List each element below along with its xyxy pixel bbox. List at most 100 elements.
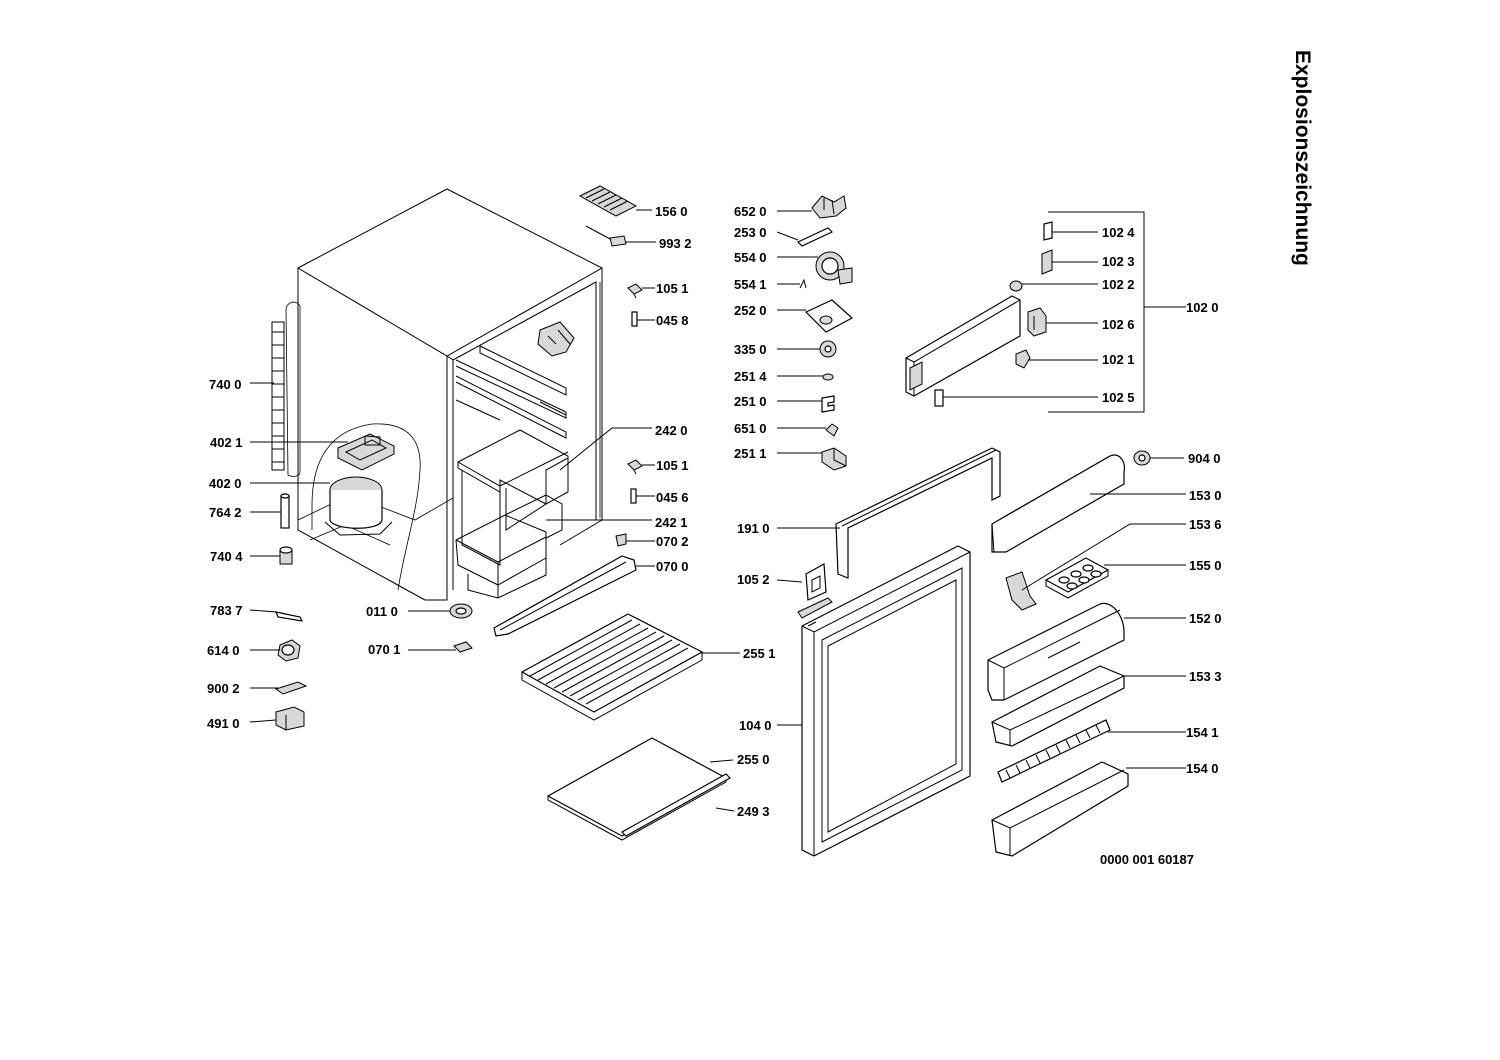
callout-652-0: 652 0 <box>734 204 767 219</box>
part-105-1-b <box>627 459 643 475</box>
part-070-0 <box>493 555 637 637</box>
part-070-1 <box>453 641 473 653</box>
callout-102-3: 102 3 <box>1102 254 1135 269</box>
part-156-0 <box>578 185 638 217</box>
callout-154-1: 154 1 <box>1186 725 1219 740</box>
part-105-2 <box>797 563 833 619</box>
callout-102-2: 102 2 <box>1102 277 1135 292</box>
callout-153-3: 153 3 <box>1189 669 1222 684</box>
callout-251-1: 251 1 <box>734 446 767 461</box>
callout-740-0: 740 0 <box>209 377 242 392</box>
part-105-1-a <box>627 283 643 299</box>
callout-153-0: 153 0 <box>1189 488 1222 503</box>
part-251-0 <box>821 395 835 413</box>
part-102-0-panel <box>905 295 1021 397</box>
callout-102-0: 102 0 <box>1186 300 1219 315</box>
part-045-8 <box>631 311 638 327</box>
callout-102-4: 102 4 <box>1102 225 1135 240</box>
part-251-4 <box>822 373 834 381</box>
callout-253-0: 253 0 <box>734 225 767 240</box>
callout-labels: 156 0 993 2 105 1 045 8 242 0 105 1 045 … <box>207 204 1222 819</box>
part-104-0 <box>801 545 971 857</box>
callout-900-2: 900 2 <box>207 681 240 696</box>
drawing-title: Explosionszeichnung <box>1291 50 1314 266</box>
callout-105-2: 105 2 <box>737 572 770 587</box>
part-783-7 <box>275 611 304 622</box>
part-102-1 <box>1015 349 1031 369</box>
callout-904-0: 904 0 <box>1188 451 1221 466</box>
callout-105-1-a: 105 1 <box>656 281 689 296</box>
callout-045-6: 045 6 <box>656 490 689 505</box>
part-252-0 <box>804 299 854 333</box>
part-554-0 <box>815 251 853 285</box>
callout-251-4: 251 4 <box>734 369 767 384</box>
part-070-2 <box>615 533 627 547</box>
callout-104-0: 104 0 <box>739 718 772 733</box>
callout-102-6: 102 6 <box>1102 317 1135 332</box>
part-251-1 <box>821 447 847 471</box>
callout-554-0: 554 0 <box>734 250 767 265</box>
leader-lines <box>249 209 1186 812</box>
part-102-2 <box>1009 280 1023 292</box>
callout-102-1: 102 1 <box>1102 352 1135 367</box>
callout-402-1: 402 1 <box>210 435 243 450</box>
callout-740-4: 740 4 <box>210 549 243 564</box>
callout-070-1: 070 1 <box>368 642 401 657</box>
callout-252-0: 252 0 <box>734 303 767 318</box>
drawing-number: 0000 001 60187 <box>1100 852 1194 867</box>
callout-152-0: 152 0 <box>1189 611 1222 626</box>
part-652-0 <box>811 195 847 219</box>
callout-105-1-b: 105 1 <box>656 458 689 473</box>
part-554-1 <box>799 278 807 289</box>
callout-249-3: 249 3 <box>737 804 770 819</box>
callout-251-0: 251 0 <box>734 394 767 409</box>
part-153-6 <box>1005 571 1037 611</box>
callout-402-0: 402 0 <box>209 476 242 491</box>
part-102-5 <box>934 389 944 407</box>
part-764-2 <box>280 493 290 529</box>
callout-554-1: 554 1 <box>734 277 767 292</box>
part-335-0 <box>819 340 837 358</box>
callout-154-0: 154 0 <box>1186 761 1219 776</box>
callout-242-1: 242 1 <box>655 515 688 530</box>
callout-255-1: 255 1 <box>743 646 776 661</box>
part-614-0 <box>277 639 301 662</box>
part-651-0 <box>825 423 839 437</box>
callout-783-7: 783 7 <box>210 603 243 618</box>
callout-191-0: 191 0 <box>737 521 770 536</box>
part-255-1 <box>520 613 704 721</box>
part-152-0 <box>987 602 1125 701</box>
callout-102-5: 102 5 <box>1102 390 1135 405</box>
cabinet <box>271 188 604 601</box>
callout-993-2: 993 2 <box>659 236 692 251</box>
part-491-0 <box>275 706 305 731</box>
part-249-3 <box>621 773 731 837</box>
callout-011-0: 011 0 <box>366 604 398 619</box>
part-154-0 <box>991 761 1129 857</box>
callout-156-0: 156 0 <box>655 204 688 219</box>
callout-070-2: 070 2 <box>656 534 689 549</box>
callout-255-0: 255 0 <box>737 752 770 767</box>
callout-070-0: 070 0 <box>656 559 689 574</box>
part-045-6 <box>630 488 637 504</box>
part-154-1 <box>997 719 1111 783</box>
callout-335-0: 335 0 <box>734 342 767 357</box>
callout-614-0: 614 0 <box>207 643 240 658</box>
part-155-0 <box>1044 557 1110 599</box>
callout-764-2: 764 2 <box>209 505 242 520</box>
part-153-0 <box>991 454 1125 553</box>
callout-155-0: 155 0 <box>1189 558 1222 573</box>
part-740-4 <box>279 546 293 565</box>
part-993-2 <box>585 225 627 247</box>
callout-651-0: 651 0 <box>734 421 767 436</box>
callout-045-8: 045 8 <box>656 313 689 328</box>
part-102-4 <box>1043 221 1053 241</box>
part-253-0 <box>796 227 834 247</box>
part-191-0 <box>835 447 1001 579</box>
part-153-3 <box>991 665 1125 747</box>
callout-491-0: 491 0 <box>207 716 240 731</box>
part-900-2 <box>274 681 308 695</box>
callout-242-0: 242 0 <box>655 423 688 438</box>
part-102-3 <box>1041 249 1053 275</box>
part-011-0 <box>449 603 473 619</box>
